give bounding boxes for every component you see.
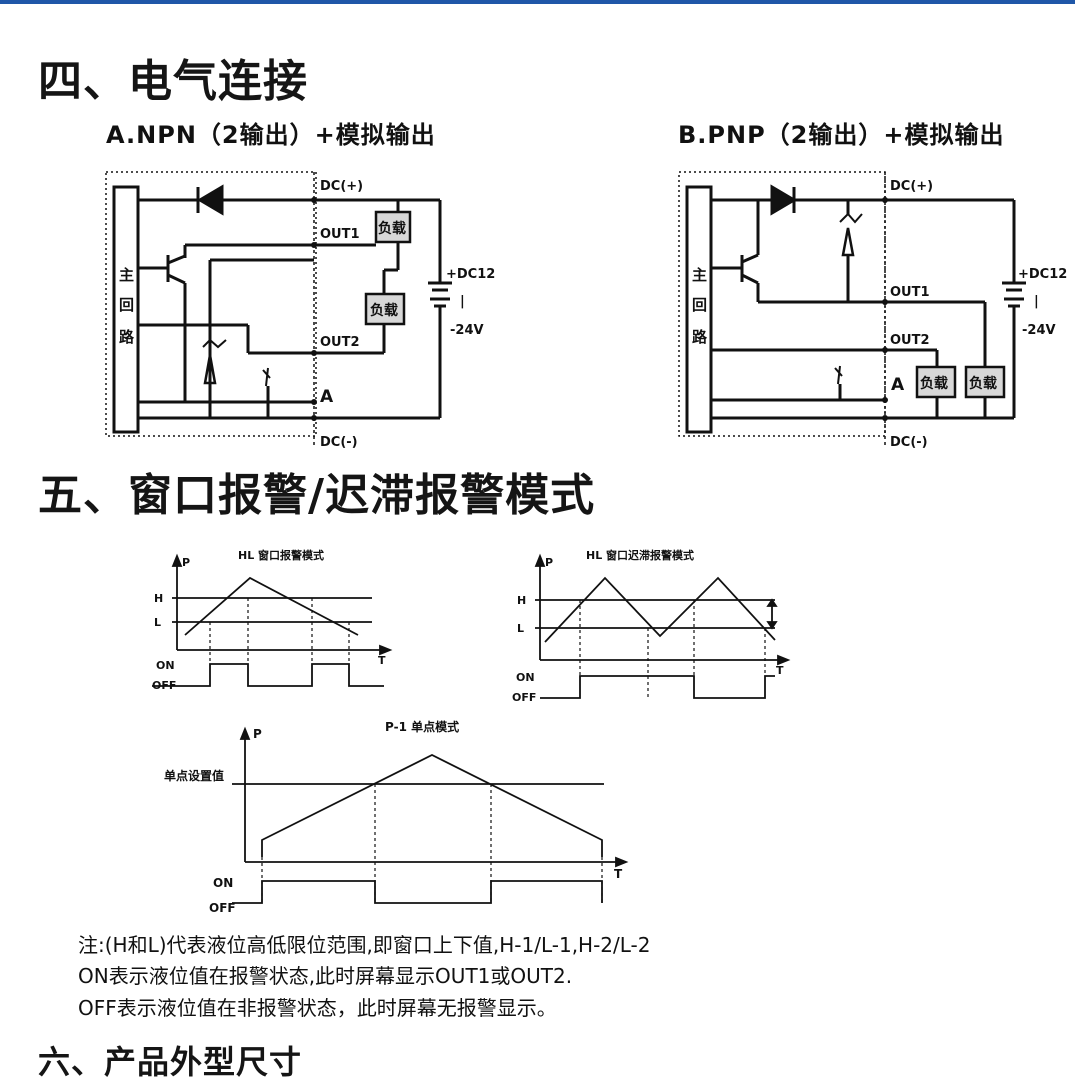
section5-title: 五、窗口报警/迟滞报警模式 <box>38 470 596 521</box>
pnp-supply-bottom-label: -24V <box>1022 323 1056 338</box>
pnp-main-char-3: 路 <box>692 328 708 346</box>
npn-load-1-label: 负载 <box>378 220 406 237</box>
note-line-2: ON表示液位值在报警状态,此时屏幕显示OUT1或OUT2. <box>78 964 573 988</box>
pnp-supply-bar-label: | <box>1034 294 1039 309</box>
section4-title: 四、电气连接 <box>38 56 308 107</box>
npn-out1-label: OUT1 <box>320 227 360 242</box>
pnp-supply-top-label: +DC12 <box>1018 267 1067 282</box>
npn-main-circuit-block <box>112 185 140 434</box>
npn-subtitle: A.NPN（2输出）+模拟输出 <box>106 121 436 149</box>
hl-hysteresis-level-l: L <box>517 622 524 635</box>
npn-analog-label: A <box>320 387 334 407</box>
p1-axis-p: P <box>253 727 262 741</box>
pnp-dc-plus-label: DC(+) <box>890 179 933 194</box>
npn-module-boundary <box>105 171 317 437</box>
pnp-load-2-label: 负载 <box>969 375 997 392</box>
pnp-main-char-1: 主 <box>692 266 707 284</box>
note-line-1: 注:(H和L)代表液位高低限位范围,即窗口上下值,H-1/L-1,H-2/L-2 <box>78 933 651 957</box>
npn-dc-plus-label: DC(+) <box>320 179 363 194</box>
npn-wiring-diagram: DC(+) OUT1 OUT2 A DC(-) 负载 负载 +DC12 | -2… <box>105 171 495 450</box>
p1-axis-t: T <box>614 867 623 881</box>
npn-zener-icon <box>203 354 217 385</box>
pnp-diode-icon <box>770 184 797 216</box>
pnp-load-1-box <box>915 365 957 399</box>
hl-window-axis-t: T <box>378 654 386 667</box>
pnp-load-1-label: 负载 <box>920 375 948 392</box>
hl-hysteresis-title: HL 窗口迟滞报警模式 <box>586 548 694 562</box>
npn-load-2-box <box>364 292 406 326</box>
npn-main-char-3: 路 <box>119 328 135 346</box>
npn-analog-symbol <box>262 367 271 387</box>
pnp-dc-minus-label: DC(-) <box>890 435 928 450</box>
npn-main-char-2: 回 <box>119 296 134 314</box>
npn-main-char-1: 主 <box>119 266 134 284</box>
npn-load-1-box <box>374 210 412 244</box>
pnp-main-char-2: 回 <box>692 296 707 314</box>
hl-hysteresis-level-h: H <box>517 594 526 607</box>
hl-window-off-label: OFF <box>152 679 176 692</box>
p1-on-label: ON <box>213 876 233 890</box>
pnp-out2-label: OUT2 <box>890 333 930 348</box>
npn-load-2-label: 负载 <box>370 302 398 319</box>
hl-window-on-label: ON <box>156 659 175 672</box>
hl-hysteresis-off-label: OFF <box>512 691 536 704</box>
hl-window-level-l: L <box>154 616 161 629</box>
npn-out2-label: OUT2 <box>320 335 360 350</box>
hl-hysteresis-axis-t: T <box>776 664 784 677</box>
pnp-wiring-diagram: DC(+) OUT1 OUT2 A DC(-) 负载 负载 +DC12 | -2… <box>678 171 1067 450</box>
p1-setpoint-label: 单点设置值 <box>164 768 224 783</box>
hl-window-axis-p: P <box>182 556 190 569</box>
npn-diode-icon <box>197 184 224 216</box>
npn-supply-bottom-label: -24V <box>450 323 484 338</box>
pnp-out1-label: OUT1 <box>890 285 930 300</box>
next-section-title-partial: 六、产品外型尺寸 <box>38 1043 303 1081</box>
top-accent-bar <box>0 0 1075 4</box>
p1-title: P-1 单点模式 <box>385 719 459 734</box>
pnp-analog-label: A <box>891 375 905 395</box>
hl-window-level-h: H <box>154 592 163 605</box>
npn-supply-top-label: +DC12 <box>446 267 495 282</box>
hl-hysteresis-on-label: ON <box>516 671 535 684</box>
pnp-main-circuit-block <box>685 185 713 434</box>
p1-off-label: OFF <box>209 901 236 915</box>
pnp-subtitle: B.PNP（2输出）+模拟输出 <box>678 121 1005 149</box>
pnp-analog-symbol <box>834 365 843 385</box>
npn-dc-minus-label: DC(-) <box>320 435 358 450</box>
hl-window-title: HL 窗口报警模式 <box>238 548 324 562</box>
hl-hysteresis-axis-p: P <box>545 556 553 569</box>
note-line-3: OFF表示液位值在非报警状态，此时屏幕无报警显示。 <box>78 996 557 1020</box>
npn-supply-bar-label: | <box>460 294 465 309</box>
